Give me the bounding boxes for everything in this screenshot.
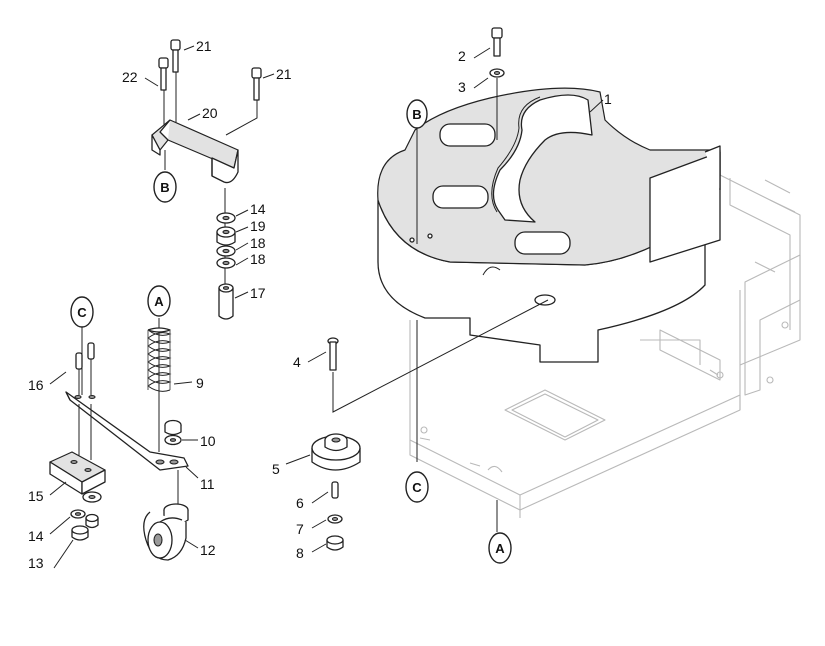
callout-14-upper: 14 [250,201,266,217]
callout-13: 13 [28,555,44,571]
svg-text:B: B [160,180,169,195]
ghost-chassis-frame [409,174,801,518]
marker-a-spring: A [147,285,171,317]
callout-11: 11 [200,476,215,492]
part-21-bolt-right [251,67,262,101]
part-7-washer [327,514,343,524]
callout-16: 16 [28,377,44,393]
callout-4: 4 [293,354,301,370]
callout-1: 1 [604,91,612,107]
part-16-pins [75,342,95,370]
part-18-washer-a [216,245,236,257]
svg-text:C: C [412,480,422,495]
part-18-washer-b [216,257,236,269]
part-19-spacer [216,226,236,246]
part-22-bolt [158,57,169,91]
marker-b-housing: B [406,99,428,129]
callout-18-a: 18 [250,235,266,251]
part-10-bushing [164,419,182,446]
part-13-nut [71,513,99,541]
callout-18-b: 18 [250,251,266,267]
part-14-washer-lower [70,491,102,519]
part-12-caster [143,503,189,561]
marker-c-arm: C [70,296,94,328]
callout-12: 12 [200,542,216,558]
part-14-washer-upper [216,212,236,224]
part-4-bolt [327,337,339,371]
callout-14-lower: 14 [28,528,44,544]
callout-20: 20 [202,105,218,121]
marker-a-frame: A [488,532,512,564]
callout-22: 22 [122,69,138,85]
callout-15: 15 [28,488,44,504]
callout-21-right: 21 [276,66,292,82]
part-11-arm [65,391,189,471]
callout-5: 5 [272,461,280,477]
callout-9: 9 [196,375,204,391]
part-9-spring [147,327,172,392]
marker-b-bracket: B [153,171,177,203]
part-15-mount-plate [49,451,106,495]
callout-3: 3 [458,79,466,95]
svg-text:A: A [495,541,505,556]
part-8-nut [326,535,344,551]
callout-leaders [49,45,604,569]
axis-bolt-21b [225,100,258,136]
part-6-pin [331,481,339,499]
part-1-main-housing [377,87,721,363]
part-20-bracket [151,119,239,184]
part-17-sleeve [218,283,234,320]
part-5-bumper [311,433,361,471]
svg-text:A: A [154,294,164,309]
part-21-bolt-left [170,39,181,73]
callout-10: 10 [200,433,216,449]
callout-6: 6 [296,495,304,511]
part-3-washer [489,68,505,78]
callout-2: 2 [458,48,466,64]
part-2-bolt [491,27,503,57]
callout-8: 8 [296,545,304,561]
callout-19: 19 [250,218,266,234]
svg-text:B: B [412,107,421,122]
marker-c-housing: C [405,471,429,503]
callout-21-left: 21 [196,38,212,54]
svg-text:C: C [77,305,87,320]
callout-7: 7 [296,521,304,537]
callout-17: 17 [250,285,266,301]
axis-bolt-4 [332,299,549,413]
